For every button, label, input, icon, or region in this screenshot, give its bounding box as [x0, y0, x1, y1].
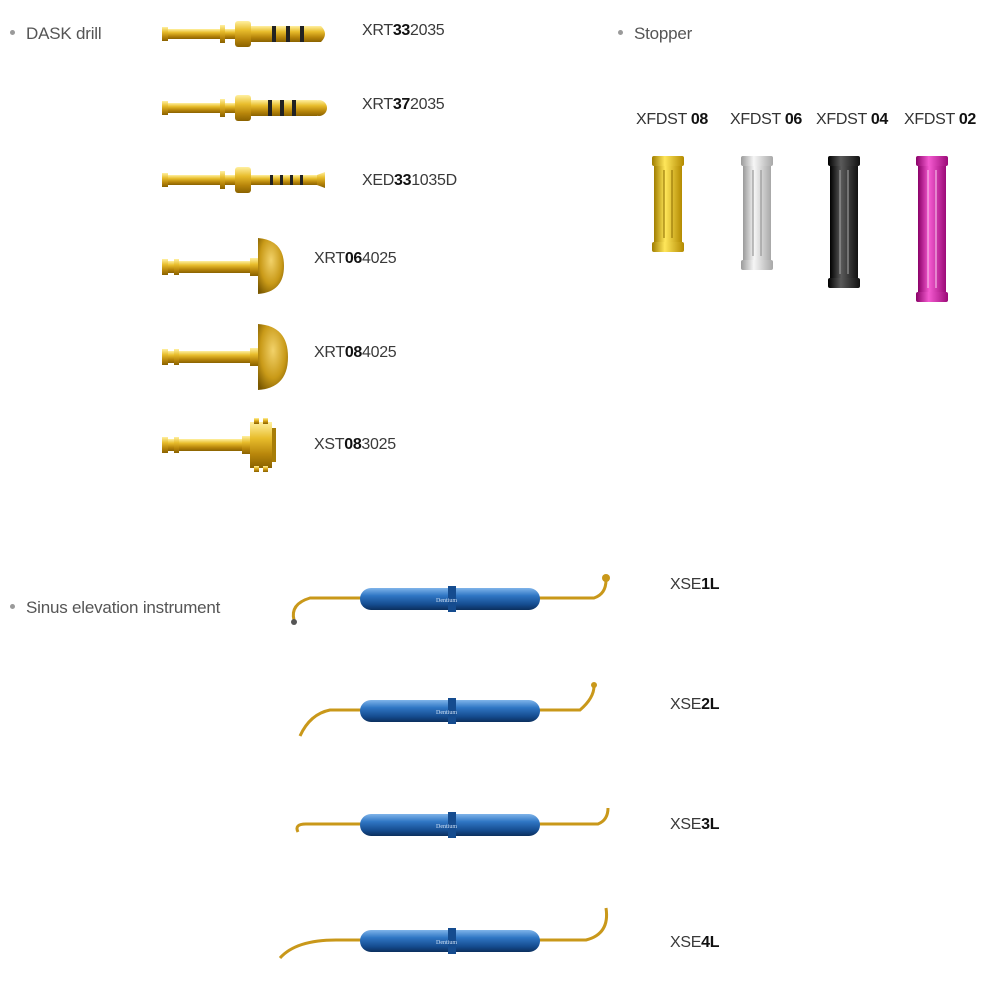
instrument-image: Dentium	[291, 574, 610, 625]
stopper-image	[828, 156, 860, 288]
svg-text:Dentium: Dentium	[436, 940, 457, 946]
stopper-image	[741, 156, 773, 270]
drill-code: XRT064025	[314, 250, 397, 267]
drill-code: XRT372035	[362, 96, 445, 113]
drill-image	[162, 324, 288, 390]
bullet-icon	[10, 604, 15, 610]
drill-code: XRT084025	[314, 344, 397, 361]
instrument-code: XSE2L	[670, 696, 720, 713]
svg-text:Dentium: Dentium	[436, 710, 457, 716]
stopper-code: XFDST 06	[730, 111, 803, 128]
stopper-code: XFDST 04	[816, 111, 889, 128]
drill-image	[162, 21, 325, 47]
stopper-image	[652, 156, 684, 252]
section-title: Sinus elevation instrument	[26, 598, 221, 617]
drill-code: XED331035D	[362, 172, 457, 189]
drill-image	[162, 418, 276, 472]
instrument-image: Dentium	[295, 807, 610, 838]
stopper-code: XFDST 02	[904, 111, 977, 128]
section-stopper: Stopper	[618, 24, 692, 44]
svg-text:Dentium: Dentium	[436, 824, 457, 830]
instrument-code: XSE1L	[670, 576, 720, 593]
section-sinus-elevation: Sinus elevation instrument	[10, 598, 220, 618]
stopper-code: XFDST 08	[636, 111, 709, 128]
svg-text:Dentium: Dentium	[436, 598, 457, 604]
section-title: DASK drill	[26, 24, 102, 43]
drill-image	[162, 238, 284, 294]
stopper-image	[916, 156, 948, 302]
drill-code: XST083025	[314, 436, 396, 453]
section-title: Stopper	[634, 24, 693, 43]
drill-image	[162, 167, 325, 193]
instrument-code: XSE4L	[670, 934, 720, 951]
bullet-icon	[618, 30, 623, 36]
bullet-icon	[10, 30, 15, 36]
drill-code: XRT332035	[362, 22, 445, 39]
instrument-image: Dentium	[298, 682, 597, 737]
instrument-code: XSE3L	[670, 816, 720, 833]
instrument-image: Dentium	[278, 907, 609, 960]
section-dask-drill: DASK drill	[10, 24, 102, 44]
drill-image	[162, 95, 327, 121]
